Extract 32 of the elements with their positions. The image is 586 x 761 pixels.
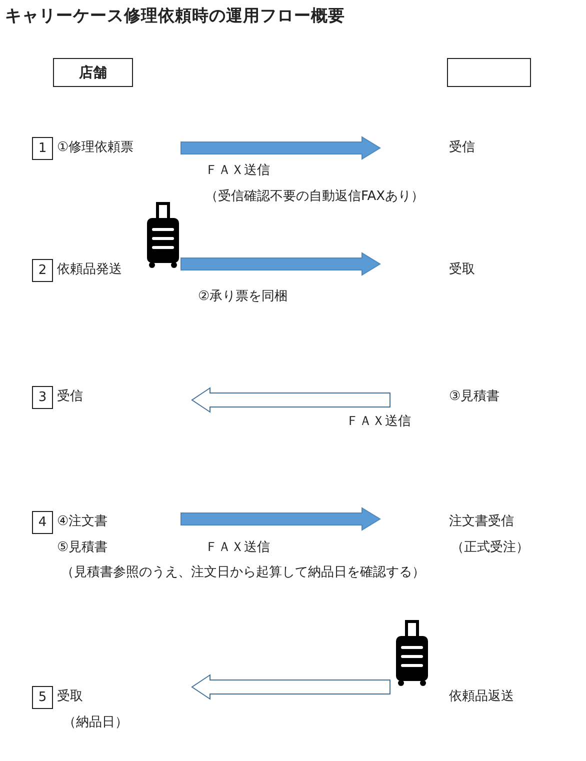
annotation-text: ②承り票を同梱 bbox=[198, 288, 288, 306]
annotation-text: ＦＡＸ送信 bbox=[205, 539, 270, 557]
step-text: （納品日） bbox=[62, 714, 128, 732]
step-number-box: 4 bbox=[32, 511, 53, 534]
annotation-text: （見積書参照のうえ、注文日から起算して納品日を確認する） bbox=[61, 564, 425, 582]
step-text: 受取 bbox=[449, 257, 475, 283]
step-text: 受信 bbox=[57, 384, 83, 410]
block-arrow bbox=[180, 136, 381, 160]
block-arrow bbox=[191, 674, 390, 700]
step-text: （正式受注） bbox=[450, 539, 529, 557]
step-text: ⑤見積書 bbox=[57, 539, 108, 557]
step-text: 受取 bbox=[57, 688, 84, 706]
step-number-box: 2 bbox=[32, 259, 53, 282]
step-number-box: 3 bbox=[32, 386, 53, 409]
step-text: 受信 bbox=[449, 135, 475, 161]
block-arrow bbox=[180, 507, 381, 531]
annotation-text: ＦＡＸ送信 bbox=[205, 162, 270, 180]
step-text: ④注文書 bbox=[57, 513, 108, 531]
annotation-text: ＦＡＸ送信 bbox=[346, 413, 411, 431]
step-number-box: 5 bbox=[32, 686, 53, 709]
diagram-title: キャリーケース修理依頼時の運用フロー概要 bbox=[5, 5, 345, 27]
step-text: ③見積書 bbox=[449, 384, 500, 410]
column-header-box: 店舗 bbox=[53, 58, 133, 87]
step-number-box: 1 bbox=[32, 137, 53, 160]
annotation-text: （受信確認不要の自動返信FAXあり） bbox=[205, 188, 424, 206]
step-text: 注文書受信 bbox=[449, 513, 515, 531]
step-text: ①修理依頼票 bbox=[57, 135, 134, 161]
column-header-box bbox=[447, 58, 531, 87]
block-arrow bbox=[191, 387, 390, 413]
block-arrow bbox=[180, 252, 381, 276]
step-text: 依頼品発送 bbox=[57, 257, 122, 283]
step-text: 依頼品返送 bbox=[449, 684, 514, 710]
